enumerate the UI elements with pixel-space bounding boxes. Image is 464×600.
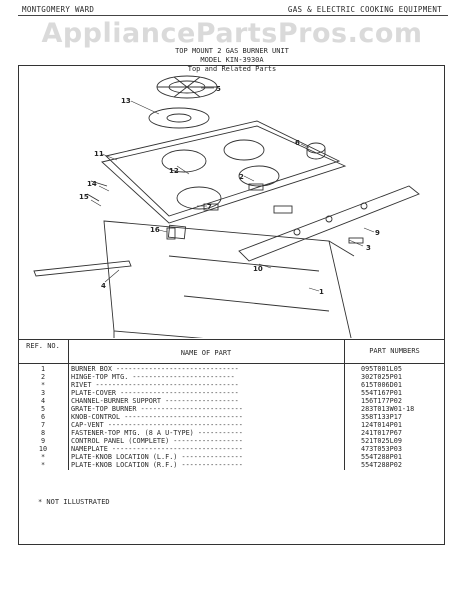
part-number: 156T177P02 [361, 397, 402, 405]
callout-5: 5 [216, 85, 221, 93]
ref-number: 2 [40, 373, 46, 381]
part-name: FASTENER-TOP MTG. (8 A U-TYPE) ---------… [71, 429, 243, 437]
part-number: 554T288P01 [361, 453, 402, 461]
part-name: CHANNEL-BURNER SUPPORT -----------------… [71, 397, 239, 405]
table-row: 7 CAP-VENT ------------------------------… [18, 421, 445, 429]
title-section: Top and Related Parts [187, 65, 277, 73]
table-row: 8 FASTENER-TOP MTG. (8 A U-TYPE) --------… [18, 429, 445, 437]
header-category: GAS & ELECTRIC COOKING EQUIPMENT [287, 5, 442, 14]
part-name: PLATE-KNOB LOCATION (L.F.) -------------… [71, 453, 243, 461]
part-number: 554T288P02 [361, 461, 402, 469]
part-name: HINGE-TOP MTG. ------------------------- [71, 373, 235, 381]
part-number: 358T133P17 [361, 413, 402, 421]
callout-10: 10 [253, 265, 263, 273]
column-header-part: PART NUMBERS [369, 347, 420, 355]
part-name: PLATE-KNOB LOCATION (R.F.) -------------… [71, 461, 243, 469]
table-row: 9 CONTROL PANEL (COMPLETE) --------------… [18, 437, 445, 445]
ref-number: 7 [40, 421, 46, 429]
ref-number: 10 [38, 445, 48, 453]
burner-box-drawing [103, 220, 355, 338]
ref-number: * [40, 461, 46, 469]
callout-14: 14 [87, 180, 97, 188]
channel-drawing [33, 260, 132, 277]
callout-1: 1 [319, 288, 324, 296]
parts-table-top-rule [18, 339, 445, 340]
callout-13: 13 [121, 97, 131, 105]
ref-number: 3 [40, 389, 46, 397]
callout-3: 3 [366, 244, 371, 252]
table-row: 1 BURNER BOX ----------------------------… [18, 365, 445, 373]
drip-bowl-drawing [148, 107, 210, 129]
table-row: * RIVET ---------------------------------… [18, 381, 445, 389]
cover-plate-drawing [348, 237, 364, 244]
title-unit: TOP MOUNT 2 GAS BURNER UNIT [175, 47, 289, 55]
ref-number: 8 [40, 429, 46, 437]
ref-number: 5 [40, 405, 46, 413]
title-model: MODEL KIN-3930A [200, 56, 264, 64]
callout-12: 12 [169, 167, 179, 175]
part-number: 554T167P01 [361, 389, 402, 397]
part-name: CONTROL PANEL (COMPLETE) ---------------… [71, 437, 243, 445]
callout-6: 6 [295, 139, 300, 147]
part-name: KNOB-CONTROL ---------------------------… [71, 413, 243, 421]
ref-number: 6 [40, 413, 46, 421]
control-panel-drawing [238, 185, 420, 262]
table-row: 4 CHANNEL-BURNER SUPPORT ----------------… [18, 397, 445, 405]
part-name: RIVET ----------------------------------… [71, 381, 239, 389]
header-brand: MONTGOMERY WARD [22, 5, 95, 14]
part-number: 283T013W01-18 [361, 405, 415, 413]
part-name: PLATE-COVER ----------------------------… [71, 389, 239, 397]
callout-7: 7 [207, 203, 212, 211]
table-row: * PLATE-KNOB LOCATION (R.F.) ------------… [18, 461, 445, 469]
table-divider-part [344, 340, 345, 470]
part-name: CAP-VENT -------------------------------… [71, 421, 243, 429]
ref-number: * [40, 453, 46, 461]
part-number: 095T001L05 [361, 365, 402, 373]
exploded-parts-diagram: 5 13 11 6 12 2 7 14 15 16 9 3 10 4 1 [33, 75, 420, 338]
column-header-name: NAME OF PART [180, 349, 232, 357]
table-row: 3 PLATE-COVER ---------------------------… [18, 389, 445, 397]
part-name: GRATE-TOP BURNER -----------------------… [71, 405, 243, 413]
part-number: 615T006D01 [361, 381, 402, 389]
table-row: 10 NAMEPLATE ----------------------------… [18, 445, 445, 453]
ref-number: 4 [40, 397, 46, 405]
ref-number: * [40, 381, 46, 389]
part-number: 473T053P03 [361, 445, 402, 453]
part-number: 521T025L09 [361, 437, 402, 445]
callout-11: 11 [94, 150, 104, 158]
part-number: 302T025P01 [361, 373, 402, 381]
callout-15: 15 [79, 193, 89, 201]
callout-9: 9 [375, 229, 380, 237]
column-header-ref: REF. NO. [26, 342, 60, 350]
footnote: * NOT ILLUSTRATED [38, 498, 110, 506]
table-header-rule [18, 363, 445, 364]
ref-number: 9 [40, 437, 46, 445]
table-divider-ref [68, 340, 69, 470]
knob-drawing [306, 142, 326, 154]
callout-2: 2 [239, 173, 244, 181]
table-row: * PLATE-KNOB LOCATION (L.F.) ------------… [18, 453, 445, 461]
watermark-text: AppliancePartsPros.com [41, 18, 423, 49]
table-row: 6 KNOB-CONTROL --------------------------… [18, 413, 445, 421]
table-row: 2 HINGE-TOP MTG. ------------------------… [18, 373, 445, 381]
grate-drawing [156, 75, 218, 99]
plate-cover-drawing [101, 120, 347, 224]
callout-16: 16 [150, 226, 160, 234]
part-name: BURNER BOX -----------------------------… [71, 365, 239, 373]
part-number: 124T014P01 [361, 421, 402, 429]
part-name: NAMEPLATE ------------------------------… [71, 445, 243, 453]
drawing-frame [18, 65, 445, 545]
header-rule [18, 15, 448, 16]
callout-4: 4 [101, 282, 106, 290]
fastener-drawing [166, 227, 176, 240]
part-number: 241T017P67 [361, 429, 402, 437]
ref-number: 1 [40, 365, 46, 373]
table-row: 5 GRATE-TOP BURNER ----------------------… [18, 405, 445, 413]
